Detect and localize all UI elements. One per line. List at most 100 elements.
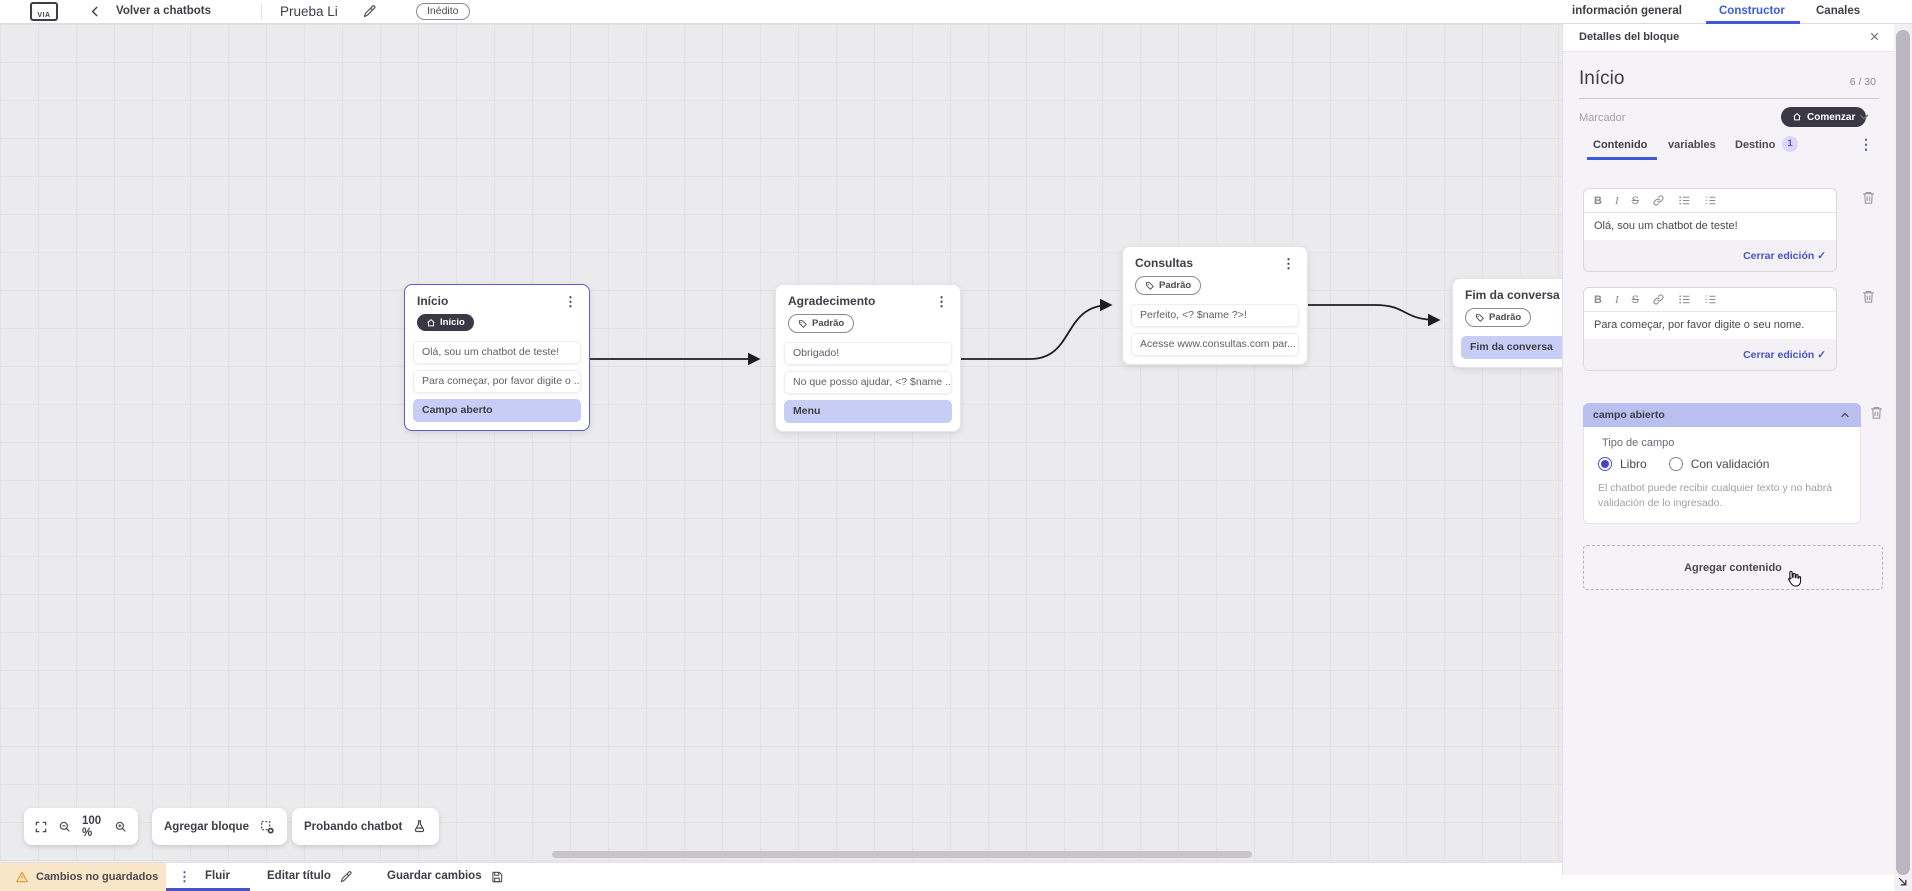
delete-content-button[interactable] xyxy=(1861,289,1876,304)
badge-label: Padrão xyxy=(812,318,845,329)
panel-header: Detalles del bloque xyxy=(1563,24,1895,52)
open-field-header[interactable]: campo abierto xyxy=(1583,403,1861,427)
badge-label: Padrão xyxy=(1159,280,1192,291)
ordered-list-icon[interactable] xyxy=(1704,293,1717,306)
flow-canvas[interactable]: Início ⋮ Início Olá, sou um chatbot de t… xyxy=(0,24,1632,862)
app-logo[interactable]: VIA xyxy=(30,2,58,21)
ordered-list-icon[interactable] xyxy=(1704,194,1717,207)
add-block-button[interactable]: Agregar bloque xyxy=(152,808,287,845)
radio-libro-label: Libro xyxy=(1620,457,1647,471)
node-content-row[interactable]: No que posso ajudar, <? $name ... xyxy=(784,370,952,394)
default-badge: Padrão xyxy=(788,314,855,333)
panel-title: Detalles del bloque xyxy=(1579,31,1680,43)
italic-icon[interactable]: I xyxy=(1614,293,1619,306)
flow-node-consultas[interactable]: Consultas ⋮ Padrão Perfeito, <? $name ?>… xyxy=(1122,246,1308,365)
close-edit-button[interactable]: Cerrar edición ✓ xyxy=(1743,250,1826,262)
block-name-input[interactable]: Início xyxy=(1579,68,1625,89)
chevron-down-icon[interactable] xyxy=(1857,110,1871,124)
back-to-chatbots-link[interactable]: Volver a chatbots xyxy=(116,5,212,17)
page-vertical-scrollbar[interactable] xyxy=(1894,24,1912,891)
panel-menu-icon[interactable]: ⋮ xyxy=(1859,136,1873,152)
node-menu-icon[interactable]: ⋮ xyxy=(1282,255,1295,271)
delete-content-button[interactable] xyxy=(1861,190,1876,205)
chatbot-title: Prueba Li xyxy=(280,4,338,19)
close-edit-button[interactable]: Cerrar edición ✓ xyxy=(1743,349,1826,361)
flow-node-inicio[interactable]: Início ⋮ Início Olá, sou um chatbot de t… xyxy=(404,284,590,431)
close-edit-label: Cerrar edición xyxy=(1743,250,1815,262)
flask-icon xyxy=(412,819,427,834)
node-content-row[interactable]: Acesse www.consultas.com par... xyxy=(1131,332,1299,356)
marker-input[interactable]: Marcador xyxy=(1579,112,1626,124)
bullet-list-icon[interactable] xyxy=(1678,194,1691,207)
save-changes-label: Guardar cambios xyxy=(387,870,482,882)
default-badge: Padrão xyxy=(1135,276,1202,295)
active-tab-underline xyxy=(1706,21,1800,24)
editor-footer: Cerrar edición ✓ xyxy=(1584,339,1836,370)
bullet-list-icon[interactable] xyxy=(1678,293,1691,306)
node-open-field-row[interactable]: Campo aberto xyxy=(413,398,581,422)
char-counter: 6 / 30 xyxy=(1849,76,1876,88)
zoom-in-icon[interactable] xyxy=(114,820,128,834)
message-editor: B I S Para começar, por favor digite o s… xyxy=(1583,287,1837,371)
link-icon[interactable] xyxy=(1652,293,1665,306)
block-details-panel: Detalles del bloque Início 6 / 30 Marcad… xyxy=(1562,24,1895,875)
node-title: Agradecimento xyxy=(788,294,876,308)
close-edit-label: Cerrar edición xyxy=(1743,349,1815,361)
resize-corner-icon xyxy=(1897,876,1908,887)
default-badge: Padrão xyxy=(1465,308,1532,327)
node-menu-icon[interactable]: ⋮ xyxy=(935,293,948,309)
node-menu-row[interactable]: Menu xyxy=(784,399,952,423)
node-content-row[interactable]: Obrigado! xyxy=(784,341,952,365)
edit-title-button[interactable]: Editar título xyxy=(267,863,353,890)
message-text-input[interactable]: Para começar, por favor digite o seu nom… xyxy=(1584,312,1836,339)
message-text-input[interactable]: Olá, sou um chatbot de teste! xyxy=(1584,213,1836,240)
flow-node-agradecimento[interactable]: Agradecimento ⋮ Padrão Obrigado! No que … xyxy=(775,284,961,432)
marker-badge-label: Comenzar xyxy=(1807,111,1856,123)
tab-variables[interactable]: variables xyxy=(1668,139,1716,151)
radio-con-validacion[interactable]: Con validación xyxy=(1668,457,1769,471)
tab-canales[interactable]: Canales xyxy=(1816,5,1861,17)
fullscreen-icon[interactable] xyxy=(34,820,48,834)
tab-constructor[interactable]: Constructor xyxy=(1719,5,1785,17)
chevron-left-icon[interactable] xyxy=(88,4,102,19)
open-field-body: Tipo de campo Libro Con validación El ch… xyxy=(1583,427,1861,524)
node-content-row[interactable]: Olá, sou um chatbot de teste! xyxy=(413,340,581,364)
bold-icon[interactable]: B xyxy=(1594,293,1602,306)
tab-fluir[interactable]: Fluir xyxy=(205,870,230,882)
canvas-horizontal-scrollbar[interactable] xyxy=(552,851,1252,858)
add-content-button[interactable]: Agregar contenido xyxy=(1583,545,1883,590)
bold-icon[interactable]: B xyxy=(1594,194,1602,207)
strikethrough-icon[interactable]: S xyxy=(1631,194,1639,207)
node-content-row[interactable]: Para começar, por favor digite o ... xyxy=(413,369,581,393)
start-marker-badge[interactable]: Comenzar xyxy=(1781,107,1867,127)
richtext-toolbar: B I S xyxy=(1584,189,1836,213)
flow-menu-icon[interactable]: ⋮ xyxy=(178,869,191,884)
tab-destino[interactable]: Destino xyxy=(1735,139,1776,151)
edit-name-pencil-icon[interactable] xyxy=(362,4,377,19)
italic-icon[interactable]: I xyxy=(1614,194,1619,207)
delete-content-button[interactable] xyxy=(1869,405,1884,420)
zoom-toolbar: 100 % xyxy=(24,808,138,845)
zoom-out-icon[interactable] xyxy=(58,820,72,834)
chevron-up-icon xyxy=(1839,409,1851,421)
home-icon xyxy=(427,318,435,326)
field-type-label: Tipo de campo xyxy=(1602,437,1675,449)
close-icon[interactable] xyxy=(1868,30,1881,43)
link-icon[interactable] xyxy=(1652,194,1665,207)
scrollbar-thumb[interactable] xyxy=(1896,30,1910,875)
node-title: Fim da conversa xyxy=(1465,288,1560,302)
tab-informacion-general[interactable]: información general xyxy=(1572,5,1682,17)
tag-icon xyxy=(1475,313,1484,322)
active-panel-tab-underline xyxy=(1587,157,1657,160)
start-badge: Início xyxy=(417,314,474,331)
test-chatbot-button[interactable]: Probando chatbot xyxy=(292,808,440,845)
tab-contenido[interactable]: Contenido xyxy=(1593,139,1648,151)
node-content-row[interactable]: Perfeito, <? $name ?>! xyxy=(1131,303,1299,327)
save-changes-button[interactable]: Guardar cambios xyxy=(387,863,504,890)
open-field-card: campo abierto Tipo de campo Libro Con va… xyxy=(1583,403,1861,524)
radio-libro[interactable]: Libro xyxy=(1598,457,1647,471)
status-badge: Inédito xyxy=(416,3,470,20)
strikethrough-icon[interactable]: S xyxy=(1631,293,1639,306)
node-menu-icon[interactable]: ⋮ xyxy=(564,293,577,309)
save-icon xyxy=(491,871,502,882)
